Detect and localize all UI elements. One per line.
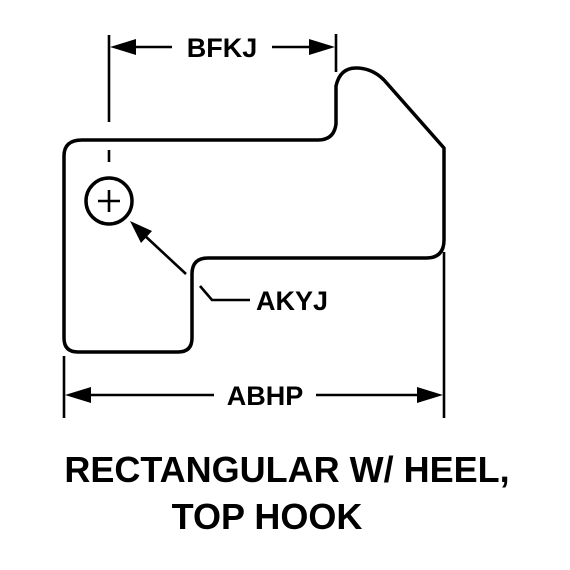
diagram-title-line-2: TOP HOOK [172,496,363,537]
dimension-label-akyj: AKYJ [256,286,328,316]
arrowhead-right-icon [309,39,335,55]
arrowhead-left-icon [110,39,136,55]
pivot-hole [84,176,134,226]
dimension-bfkj: BFKJ [110,33,335,63]
part-outline [62,66,446,354]
arrowhead-right-icon [417,387,443,403]
leader-arrowhead-icon [130,221,152,243]
diagram-title-line-1: RECTANGULAR W/ HEEL, [64,449,509,490]
arrowhead-left-icon [65,387,91,403]
dimension-label-abhp: ABHP [227,381,304,411]
dimension-label-bfkj: BFKJ [187,33,258,63]
leader-akyj: AKYJ [130,221,328,316]
dimension-abhp: ABHP [62,252,446,418]
